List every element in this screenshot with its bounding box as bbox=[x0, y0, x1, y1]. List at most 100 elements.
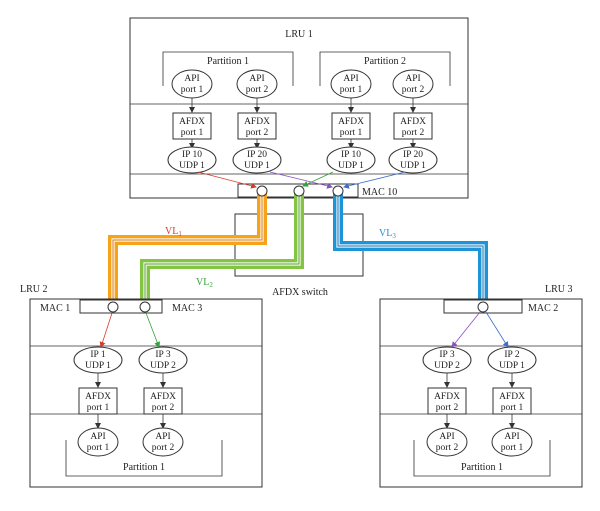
afdx-port-label: port 1 bbox=[340, 128, 363, 138]
ip-label: IP 3 bbox=[155, 350, 170, 360]
api-port-label: port 1 bbox=[87, 443, 110, 453]
lru1-afdx-port1-b bbox=[331, 112, 371, 140]
lru1-ip20-a bbox=[232, 146, 282, 174]
afdx-label: AFDX bbox=[150, 392, 176, 402]
afdx-label: AFDX bbox=[179, 117, 205, 127]
ip-label: IP 1 bbox=[90, 350, 105, 360]
lru3-partition-box bbox=[413, 440, 551, 477]
udp-label: UDP 2 bbox=[150, 361, 176, 371]
lru3-afdx-port2 bbox=[427, 387, 467, 415]
lru3-afdx-port1 bbox=[492, 387, 532, 415]
vl3-arrow-blue bbox=[343, 171, 406, 189]
mac10-port bbox=[256, 185, 268, 197]
api-label: API bbox=[439, 432, 454, 442]
lru2: LRU 2 MAC 1 MAC 3 IP 1 UDP 1 IP 3 UDP 2 … bbox=[20, 284, 263, 488]
vl2-arrow bbox=[145, 312, 161, 348]
vl3-arrow-blue bbox=[485, 311, 509, 348]
afdx-port-label: port 2 bbox=[152, 403, 175, 413]
lru1-mac10-label: MAC 10 bbox=[362, 187, 397, 198]
udp-label: UDP 1 bbox=[179, 161, 205, 171]
lru2-mac3-label: MAC 3 bbox=[172, 303, 202, 314]
vl3-arrow-purple bbox=[451, 311, 481, 348]
afdx-switch-label: AFDX switch bbox=[272, 287, 328, 298]
lru1-partition2-label: Partition 2 bbox=[364, 56, 406, 67]
lru1-ip10-b bbox=[326, 146, 376, 174]
afdx-port-label: port 1 bbox=[181, 128, 204, 138]
api-port-label: port 1 bbox=[181, 85, 204, 95]
lru1-ip10-a bbox=[167, 146, 217, 174]
udp-label: UDP 1 bbox=[400, 161, 426, 171]
udp-label: UDP 1 bbox=[338, 161, 364, 171]
api-port-label: port 2 bbox=[402, 85, 425, 95]
lru2-title: LRU 2 bbox=[20, 284, 48, 295]
ip-label: IP 20 bbox=[247, 150, 267, 160]
afdx-port-label: port 1 bbox=[87, 403, 110, 413]
lru2-api-port2 bbox=[142, 427, 184, 457]
lru3-title: LRU 3 bbox=[545, 284, 573, 295]
mac10-port bbox=[332, 185, 344, 197]
lru3-partition-label: Partition 1 bbox=[461, 462, 503, 473]
api-label: API bbox=[155, 432, 170, 442]
vl1-label: VL1 bbox=[165, 226, 182, 238]
lru3: LRU 3 MAC 2 IP 3 UDP 2 IP 2 UDP 1 AFDX p… bbox=[379, 284, 583, 488]
api-label: API bbox=[504, 432, 519, 442]
api-port-label: port 1 bbox=[501, 443, 524, 453]
lru3-mac2-port bbox=[477, 301, 489, 313]
lru3-api-port2 bbox=[426, 427, 468, 457]
vl2-arrow bbox=[302, 171, 334, 187]
ip-label: IP 3 bbox=[439, 350, 454, 360]
lru2-mac3-port bbox=[139, 301, 151, 313]
ip-label: IP 10 bbox=[182, 150, 202, 160]
api-label: API bbox=[90, 432, 105, 442]
afdx-label: AFDX bbox=[85, 392, 111, 402]
lru1-afdx-port2-a bbox=[237, 112, 277, 140]
afdx-label: AFDX bbox=[434, 392, 460, 402]
lru1-afdx-port2-b bbox=[393, 112, 433, 140]
ip-label: IP 20 bbox=[403, 150, 423, 160]
api-port-label: port 2 bbox=[436, 443, 459, 453]
udp-label: UDP 2 bbox=[434, 361, 460, 371]
vl3-arrow-purple bbox=[269, 171, 333, 189]
afdx-port-label: port 1 bbox=[501, 403, 524, 413]
api-label: API bbox=[343, 74, 358, 84]
vl1-arrow bbox=[99, 312, 113, 348]
ip-label: IP 2 bbox=[504, 350, 519, 360]
api-label: API bbox=[184, 74, 199, 84]
afdx-port-label: port 2 bbox=[246, 128, 269, 138]
lru3-api-port1 bbox=[491, 427, 533, 457]
vl3-band bbox=[333, 191, 488, 306]
api-label: API bbox=[405, 74, 420, 84]
api-port-label: port 2 bbox=[152, 443, 175, 453]
udp-label: UDP 1 bbox=[85, 361, 111, 371]
vl3-label: VL3 bbox=[379, 228, 396, 240]
lru2-api-port1 bbox=[77, 427, 119, 457]
afdx-label: AFDX bbox=[400, 117, 426, 127]
api-label: API bbox=[249, 74, 264, 84]
lru1-partition1-label: Partition 1 bbox=[207, 56, 249, 67]
afdx-label: AFDX bbox=[338, 117, 364, 127]
udp-label: UDP 1 bbox=[244, 161, 270, 171]
lru2-afdx-port1 bbox=[78, 387, 118, 415]
ip-label: IP 10 bbox=[341, 150, 361, 160]
lru3-frame bbox=[379, 298, 583, 488]
lru1-ip20-b bbox=[388, 146, 438, 174]
afdx-port-label: port 2 bbox=[402, 128, 425, 138]
lru2-mac1-port bbox=[107, 301, 119, 313]
lru1-title: LRU 1 bbox=[285, 29, 313, 40]
vl1-band bbox=[108, 191, 267, 306]
api-port-label: port 1 bbox=[340, 85, 363, 95]
lru1-afdx-port1-a bbox=[172, 112, 212, 140]
lru1: LRU 1 Partition 1 Partition 2 API port 1… bbox=[129, 17, 469, 199]
vl2-band bbox=[140, 191, 304, 306]
api-port-label: port 2 bbox=[246, 85, 269, 95]
lru2-partition-label: Partition 1 bbox=[123, 462, 165, 473]
lru3-mac2-label: MAC 2 bbox=[528, 303, 558, 314]
lru1-partition1-box bbox=[162, 51, 294, 86]
vl1-arrow bbox=[197, 171, 257, 189]
lru2-partition-box bbox=[65, 440, 223, 477]
lru1-partition2-box bbox=[319, 51, 451, 86]
mac10-port bbox=[293, 185, 305, 197]
afdx-label: AFDX bbox=[499, 392, 525, 402]
